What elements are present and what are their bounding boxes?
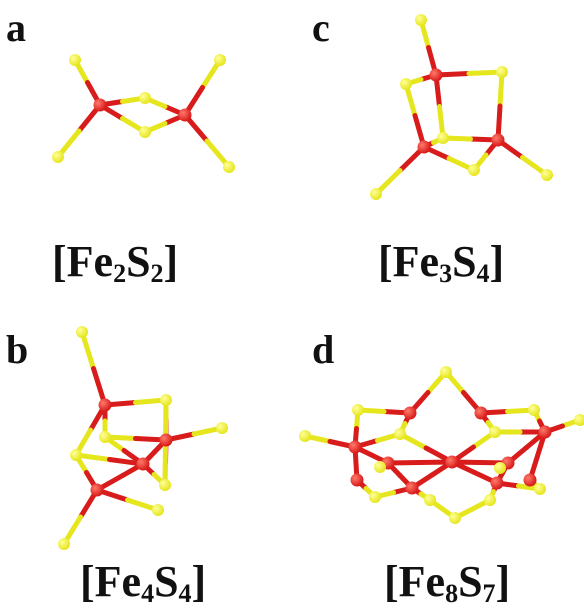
fe8s7-fe-atom-16 <box>350 473 364 487</box>
fe4s4-fe-atom-4 <box>159 433 173 447</box>
fe4s4-fe-atom-1 <box>98 398 112 412</box>
fe2s2-s-atom-4 <box>139 92 151 104</box>
fe4s4-s-atom-10 <box>152 504 164 516</box>
formula-b-n1: 4 <box>141 579 155 608</box>
formula-b-n2: 4 <box>178 579 192 608</box>
fe8s7-s-atom-0 <box>299 430 311 442</box>
fe8s7-s-atom-21 <box>534 483 546 495</box>
fe4s4-s-atom-0 <box>76 326 88 338</box>
formula-d-n2: 7 <box>482 579 496 608</box>
panel-label-d: d <box>312 327 335 372</box>
formula-c: [Fe3S4] <box>378 237 505 288</box>
fe4s4-s-atom-2 <box>160 394 172 406</box>
fe8s7-fe-atom-2 <box>403 406 417 420</box>
formula-a-el1: Fe <box>66 237 114 286</box>
fe2s2-s-atom-6 <box>52 151 64 163</box>
fe8s7-fe-atom-3 <box>474 406 488 420</box>
formula-c-el1: Fe <box>392 237 440 286</box>
fe4s4-s-atom-3 <box>99 431 111 443</box>
fe2s2-fe-atom-2 <box>93 98 107 112</box>
fe8s7-fe-atom-7 <box>348 440 362 454</box>
formula-d-el1: Fe <box>398 557 446 606</box>
panel-label-c: c <box>312 5 330 50</box>
fe8s7-s-atom-23 <box>484 494 496 506</box>
fe8s7-s-atom-20 <box>369 491 381 503</box>
fe8s7-fe-atom-11 <box>445 455 459 469</box>
fe3s4-fe-atom-1 <box>429 68 443 82</box>
fe8s7-s-atom-6 <box>574 414 584 426</box>
formula-a: [Fe2S2] <box>52 237 179 288</box>
fe3s4-s-atom-2 <box>400 78 412 90</box>
cluster-fe8s7 <box>299 366 584 524</box>
cluster-fe3s4 <box>370 14 553 200</box>
formula-a-el2: S <box>126 237 151 286</box>
fe8s7-fe-atom-18 <box>405 481 419 495</box>
formula-b-el2: S <box>154 557 179 606</box>
formula-a-n1: 2 <box>113 259 127 288</box>
fe8s7-s-atom-15 <box>494 462 506 474</box>
fe4s4-fe-atom-9 <box>90 483 104 497</box>
panel-label-a: a <box>6 5 26 50</box>
cluster-fe4s4 <box>58 326 228 550</box>
formula-c-n1: 3 <box>439 259 453 288</box>
fe8s7-fe-atom-19 <box>490 476 504 490</box>
fe2s2-s-atom-5 <box>139 126 151 138</box>
fe4s4-s-atom-6 <box>70 449 82 461</box>
fe3s4-s-atom-7 <box>468 164 480 176</box>
fe8s7-s-atom-14 <box>374 461 386 473</box>
fe4s4-s-atom-5 <box>216 422 228 434</box>
cluster-fe2s2 <box>52 54 235 173</box>
fe8s7-s-atom-24 <box>449 512 461 524</box>
fe3s4-s-atom-6 <box>437 132 449 144</box>
formula-d: [Fe8S7] <box>384 557 511 608</box>
formula-b-el1: Fe <box>94 557 142 606</box>
fe3s4-fe-atom-4 <box>417 140 431 154</box>
fe8s7-s-atom-10 <box>489 426 501 438</box>
fe2s2-s-atom-0 <box>69 54 81 66</box>
formula-d-n1: 8 <box>445 579 459 608</box>
fe8s7-s-atom-1 <box>440 366 452 378</box>
fe8s7-s-atom-22 <box>424 494 436 506</box>
fe2s2-s-atom-7 <box>223 161 235 173</box>
fe2s2-s-atom-1 <box>214 54 226 66</box>
fe3s4-s-atom-0 <box>415 14 427 26</box>
fe4s4-fe-atom-7 <box>136 457 150 471</box>
fe4s4-bond-0-0 <box>79 329 96 371</box>
fe8s7-s-atom-5 <box>528 404 540 416</box>
fe8s7-s-atom-9 <box>394 428 406 440</box>
formula-b: [Fe4S4] <box>80 557 207 608</box>
fe8s7-fe-atom-17 <box>523 473 537 487</box>
fe3s4-s-atom-9 <box>541 169 553 181</box>
fe2s2-fe-atom-3 <box>178 108 192 122</box>
formula-c-n2: 4 <box>476 259 490 288</box>
formula-d-el2: S <box>458 557 483 606</box>
fe3s4-s-atom-8 <box>370 188 382 200</box>
fe3s4-fe-atom-5 <box>491 133 505 147</box>
formula-c-el2: S <box>452 237 477 286</box>
fe8s7-s-atom-4 <box>352 404 364 416</box>
fe4s4-s-atom-8 <box>159 479 171 491</box>
fe4s4-bond-16-1 <box>162 440 168 488</box>
fe3s4-s-atom-3 <box>496 66 508 78</box>
fe8s7-fe-atom-8 <box>538 425 552 439</box>
formula-a-n2: 2 <box>150 259 164 288</box>
panel-label-b: b <box>6 327 29 372</box>
fe4s4-s-atom-11 <box>58 538 70 550</box>
